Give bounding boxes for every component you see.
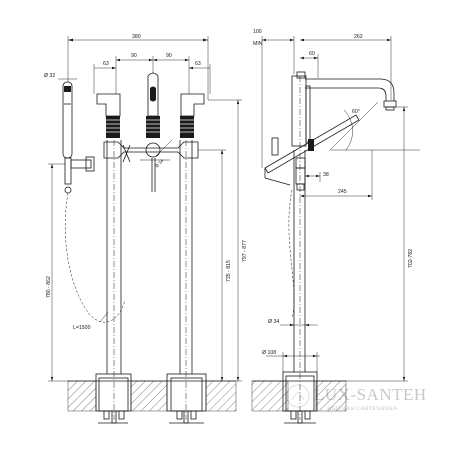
dim-body-dia: Ø 34 [154,158,165,169]
right-column [166,140,207,424]
dim-base-dia: Ø 108 [262,350,276,356]
dim-spout-right: 63 [195,61,201,67]
left-column [95,140,132,424]
watermark: LUX-SANTEH ЭЛИТНАЯ САНТЕХНИКА [286,384,426,412]
dim-span-left: 90 [131,53,137,59]
front-floor [67,380,237,412]
dim-min-bottom: MIN [253,41,263,47]
dim-width-total: 380 [132,34,141,40]
dim-height-mid1: 735 - 815 [226,260,232,282]
dim-height-mid2: 797 - 877 [242,240,248,262]
side-floor [251,380,347,412]
dim-height-right: 702-782 [408,249,414,268]
dim-column-dia: Ø 34 [268,319,279,325]
dim-height-left: 780 - 862 [46,276,52,298]
front-view: 380 90 90 63 63 Ø 32 [44,34,248,424]
front-dimensions: 380 90 90 63 63 Ø 32 [44,34,248,382]
manifold [103,141,199,192]
side-dimensions: 100 MIN 262 60 60° 38 [253,29,420,382]
dim-spout-reach: 262 [354,34,363,40]
watermark-logo-icon [286,384,310,408]
dim-hand-shower-dia: Ø 32 [44,73,55,79]
dim-lever-reach: 245 [338,189,347,195]
dim-spout-offset: 60 [309,51,315,57]
dim-spout-left: 63 [103,61,109,67]
cartridges [106,116,194,138]
dim-lever: 38 [323,172,329,178]
dim-min-top: 100 [253,29,262,35]
watermark-subtitle: ЭЛИТНАЯ САНТЕХНИКА [326,406,397,412]
side-column [293,76,306,420]
side-spout [264,71,397,319]
hand-shower [62,81,126,323]
dim-hose-length: L=1500 [73,325,91,331]
side-view: 100 MIN 262 60 60° 38 [251,29,420,424]
lever-handles [96,72,205,117]
dim-span-right: 90 [166,53,172,59]
dim-angle: 60° [352,109,360,115]
